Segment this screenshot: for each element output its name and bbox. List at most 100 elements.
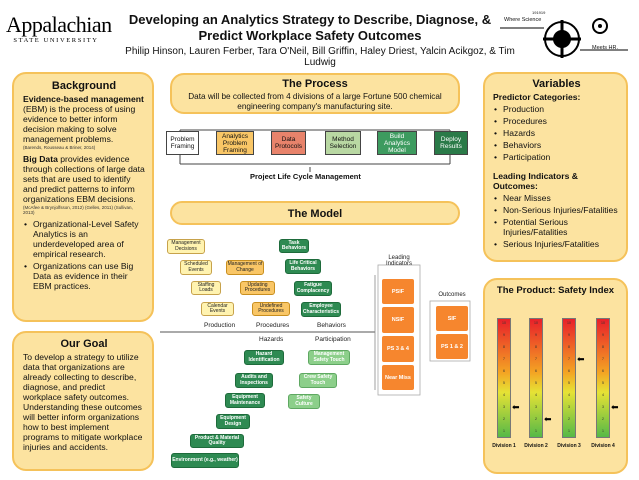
safety-index-tick: 9 (503, 333, 505, 337)
model-node-safety-culture: Safety Culture (288, 394, 320, 409)
model-node-staffing-loads: Staffing Loads (191, 281, 221, 295)
author-list: Philip Hinson, Lauren Ferber, Tara O'Nei… (125, 46, 515, 68)
logo-wordmark: Appalachian (6, 12, 112, 37)
emblem-year: 191919 (532, 10, 546, 15)
citation: (McAfee & Brynjolfsson, 2012) (Gelles, 2… (23, 205, 133, 215)
model-node-task-behaviors: Task Behaviors (279, 239, 309, 253)
model-node-life-critical-behaviors: Life Critical Behaviors (285, 259, 321, 274)
step-method-selection: Method Selection (325, 131, 361, 155)
model-node-undefined-procedures: Undefined Procedures (252, 302, 290, 316)
safety-index-tick: 2 (602, 417, 604, 421)
outcome-sif: SIF (436, 306, 468, 331)
model-node-product-material-quality: Product & Material Quality (190, 434, 244, 448)
safety-index-tick: 6 (535, 369, 537, 373)
predictor-heading: Predictor Categories: (493, 92, 581, 102)
model-node-fatigue-complacency: Fatigue Complacency (294, 281, 332, 296)
safety-index-bar (562, 318, 576, 438)
step-analytics-problem-framing: Analytics Problem Framing (216, 131, 254, 155)
safety-index-tick: 4 (503, 393, 505, 397)
safety-index-tick: 1 (535, 429, 537, 433)
model-node-updating-procedures: Updating Procedures (240, 281, 275, 295)
model-node-hazard-identification: Hazard Identification (244, 350, 284, 365)
leading-item: Near Misses (493, 193, 620, 203)
predictor-item: Participation (493, 152, 620, 162)
division-label: Division 1 (492, 443, 516, 449)
goal-panel: Our Goal To develop a strategy to utiliz… (12, 331, 154, 471)
safety-index-tick: 8 (602, 345, 604, 349)
goal-text: To develop a strategy to utilize data th… (23, 352, 143, 452)
safety-index-tick: 5 (535, 381, 537, 385)
model-node-scheduled-events: Scheduled Events (180, 260, 212, 275)
safety-index-tick: 5 (602, 381, 604, 385)
predictor-item: Hazards (493, 128, 620, 138)
safety-index-tick: 5 (503, 381, 505, 385)
model-node-management-of-change: Management of Change (226, 260, 264, 275)
safety-index-tick: 7 (602, 357, 604, 361)
safety-index-tick: 10 (601, 321, 605, 325)
safety-index-tick: 10 (567, 321, 571, 325)
category-participation: Participation (315, 336, 351, 343)
safety-index-tick: 9 (535, 333, 537, 337)
safety-index-tick: 8 (568, 345, 570, 349)
model-heading: The Model (287, 208, 343, 220)
background-bullet: Organizational-Level Safety Analytics is… (23, 219, 145, 259)
safety-index-tick: 8 (535, 345, 537, 349)
model-node-calendar-events: Calendar Events (201, 302, 234, 316)
safety-index-tick: 10 (534, 321, 538, 325)
safety-index-tick: 4 (602, 393, 604, 397)
university-logo: Appalachian STATE UNIVERSITY (6, 12, 112, 45)
leading-item: Serious Injuries/Fatalities (493, 239, 620, 249)
process-flow-arrows (179, 129, 451, 172)
leading-item: Potential Serious Injuries/Fatalities (493, 217, 620, 237)
logo-subtitle: STATE UNIVERSITY (13, 37, 99, 44)
safety-index-tick: 9 (568, 333, 570, 337)
category-procedures: Procedures (256, 322, 290, 329)
predictor-item: Production (493, 104, 620, 114)
model-node-crew-safety-touch: Crew Safety Touch (299, 373, 337, 388)
step-build-analytics-model: Build Analytics Model (377, 131, 417, 155)
division-label: Division 2 (524, 443, 548, 449)
safety-index-bar (596, 318, 610, 438)
leading-item: Non-Serious Injuries/Fatalities (493, 205, 620, 215)
safety-index-tick: 6 (602, 369, 604, 373)
safety-index-tick: 9 (602, 333, 604, 337)
leading-ps34: PS 3 & 4 (382, 336, 414, 362)
safety-index-tick: 7 (568, 357, 570, 361)
variables-heading: Variables (532, 78, 581, 90)
model-node-management-decisions: Management Decisions (167, 239, 205, 254)
safety-index-tick: 2 (503, 417, 505, 421)
safety-index-tick: 6 (568, 369, 570, 373)
safety-level-arrow-icon: ⬅ (577, 354, 585, 364)
safety-level-arrow-icon: ⬅ (544, 414, 552, 424)
safety-index-tick: 5 (568, 381, 570, 385)
safety-index-tick: 3 (503, 405, 505, 409)
category-production: Production (204, 322, 236, 329)
model-node-environment: Environment (e.g., weather) (171, 453, 239, 468)
safety-index-tick: 8 (503, 345, 505, 349)
category-behaviors: Behaviors (317, 322, 346, 329)
model-node-equipment-design: Equipment Design (216, 414, 250, 429)
background-bullet: Organizations can use Big Data as eviden… (23, 261, 145, 291)
safety-index-tick: 2 (568, 417, 570, 421)
category-hazards: Hazards (259, 336, 284, 343)
poster-title: Developing an Analytics Strategy to Desc… (128, 12, 492, 43)
process-description: Data will be collected from 4 divisions … (188, 92, 442, 111)
safety-index-tick: 3 (602, 405, 604, 409)
safety-index-tick: 2 (535, 417, 537, 421)
safety-index-tick: 1 (503, 429, 505, 433)
model-node-management-safety-touch: Management Safety Touch (308, 350, 350, 365)
emblem-top-text: Where Science (504, 17, 542, 23)
model-panel: The Model (170, 201, 460, 225)
safety-level-arrow-icon: ⬅ (512, 402, 520, 412)
predictor-item: Behaviors (493, 140, 620, 150)
safety-index-tick: 10 (502, 321, 506, 325)
process-panel: The Process Data will be collected from … (170, 73, 460, 114)
outcome-ps12: PS 1 & 2 (436, 334, 468, 359)
model-node-audits-inspections: Audits and Inspections (235, 373, 273, 388)
safety-index-bar (529, 318, 543, 438)
safety-level-arrow-icon: ⬅ (611, 402, 619, 412)
lab-emblem-graphic (500, 18, 628, 58)
safety-index-tick: 6 (503, 369, 505, 373)
leading-psif: PSIF (382, 279, 414, 304)
safety-index-tick: 1 (602, 429, 604, 433)
